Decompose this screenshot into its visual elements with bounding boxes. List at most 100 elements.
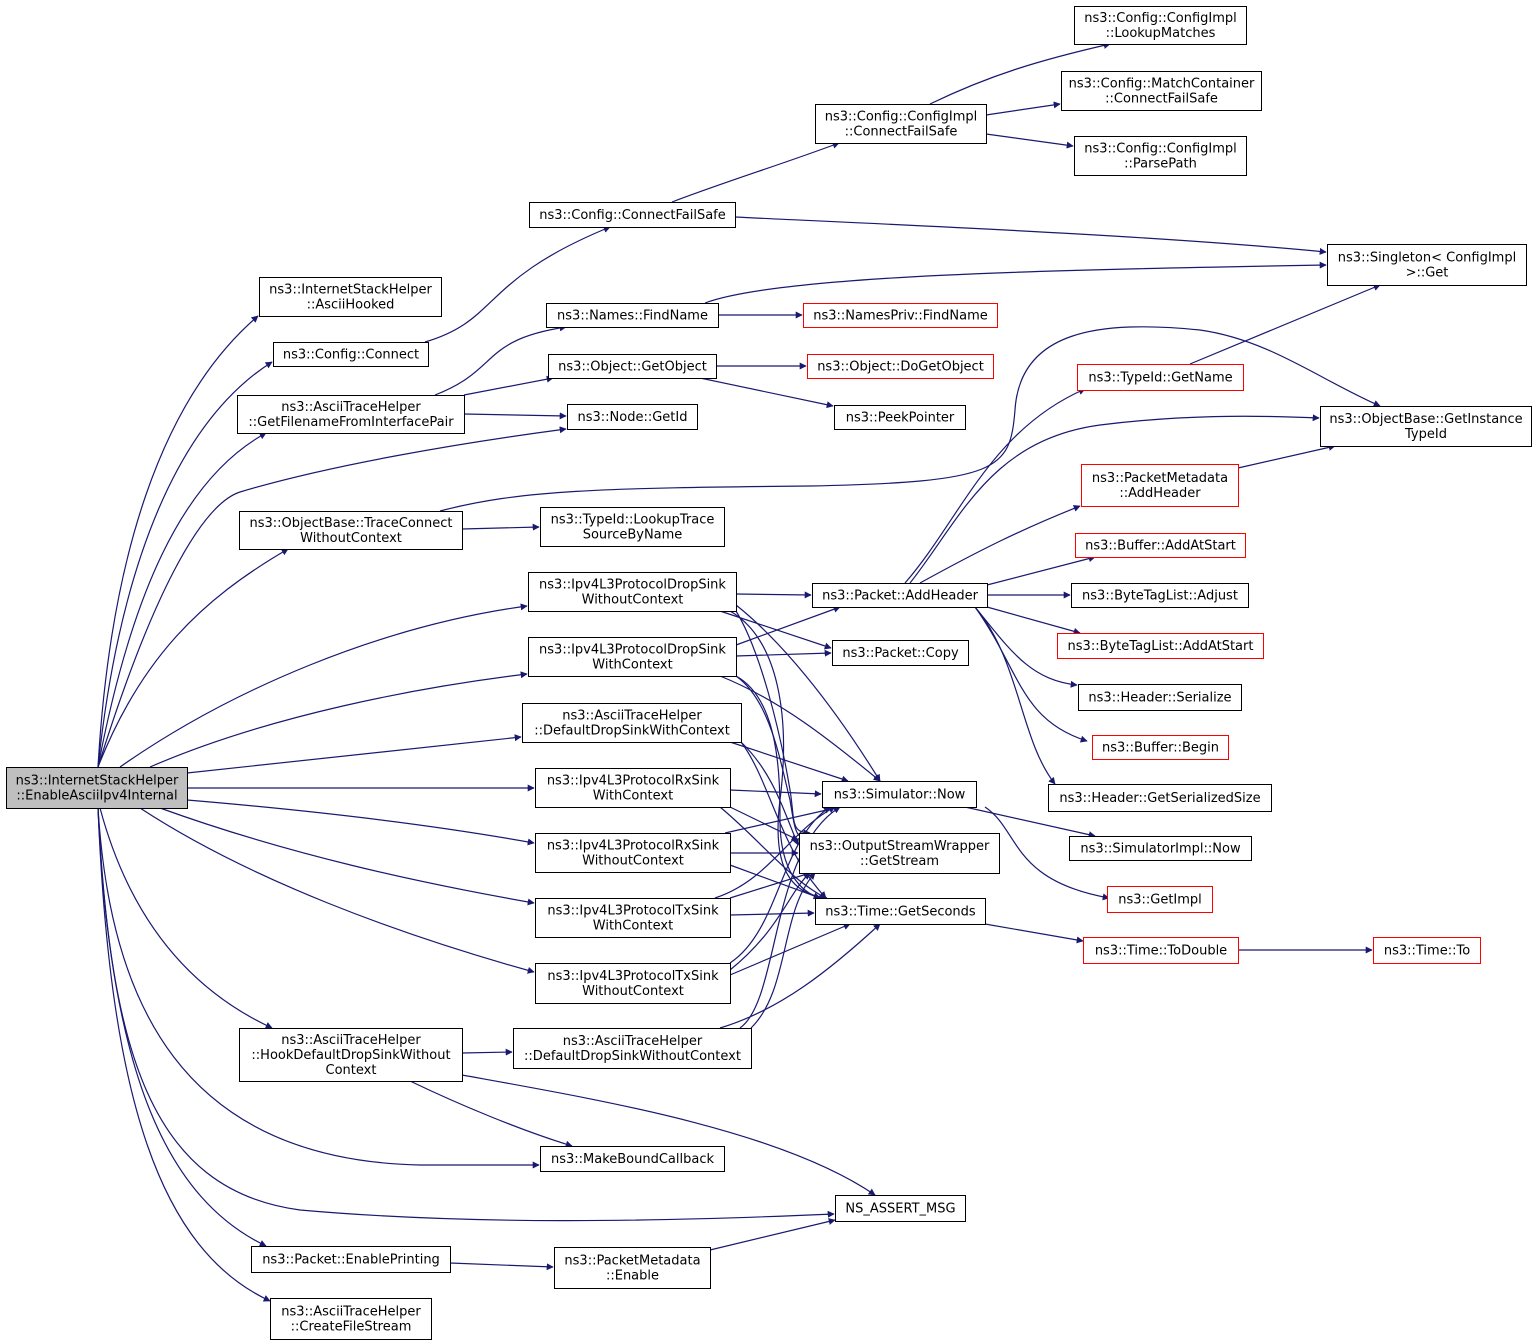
node-getseconds[interactable]: ns3::Time::GetSeconds <box>815 898 986 925</box>
node-buf-begin[interactable]: ns3::Buffer::Begin <box>1092 735 1229 760</box>
edge-root-to-rx_wo <box>186 799 535 846</box>
node-btl-addatstart[interactable]: ns3::ByteTagList::AddAtStart <box>1057 633 1264 659</box>
node-typeid-getname[interactable]: ns3::TypeId::GetName <box>1077 364 1244 391</box>
edge-addheader-to-getinstance <box>909 414 1320 584</box>
node-buf-addatstart[interactable]: ns3::Buffer::AddAtStart <box>1075 533 1246 558</box>
edge-tx_wo-to-sim_now <box>729 806 831 964</box>
node-label-line: TypeId <box>1404 427 1447 442</box>
edge-traceconnect-to-lookuptrace <box>461 523 540 531</box>
node-getid[interactable]: ns3::Node::GetId <box>567 404 698 430</box>
node-pm-addheader[interactable]: ns3::PacketMetadata::AddHeader <box>1081 464 1239 507</box>
edge-ipv4drop_w-to-getseconds <box>735 675 828 903</box>
node-defdrop-wo[interactable]: ns3::AsciiTraceHelper::DefaultDropSinkWi… <box>513 1028 752 1069</box>
edge-enableprinting-to-pm_enable <box>449 1262 554 1271</box>
node-getobject[interactable]: ns3::Object::GetObject <box>548 354 717 379</box>
node-box <box>535 898 731 938</box>
node-label-line: ::HookDefaultDropSinkWithout <box>251 1048 450 1063</box>
node-label-line: ns3::AsciiTraceHelper <box>563 1034 703 1049</box>
node-box <box>513 1028 752 1069</box>
node-label-line: ::EnableAsciiIpv4Internal <box>16 789 177 804</box>
edge-getseconds-to-todouble <box>984 923 1084 944</box>
node-getstream[interactable]: ns3::OutputStreamWrapper::GetStream <box>799 833 1000 874</box>
node-label-line: ns3::Header::Serialize <box>1088 691 1231 706</box>
node-time-to[interactable]: ns3::Time::To <box>1373 937 1481 964</box>
node-box <box>834 405 966 430</box>
edge-rx_wo-to-getseconds <box>729 864 821 900</box>
node-hookdrop[interactable]: ns3::AsciiTraceHelper::HookDefaultDropSi… <box>239 1028 463 1082</box>
node-cimpl-cfs[interactable]: ns3::Config::ConfigImpl::ConnectFailSafe <box>815 104 987 144</box>
call-nodes: ns3::InternetStackHelper::EnableAsciiIpv… <box>6 6 1532 1340</box>
node-label-line: ns3::AsciiTraceHelper <box>281 1305 421 1320</box>
node-getimpl[interactable]: ns3::GetImpl <box>1107 886 1213 913</box>
node-box <box>540 507 725 547</box>
node-createfile[interactable]: ns3::AsciiTraceHelper::CreateFileStream <box>270 1298 432 1340</box>
node-label-line: ns3::PacketMetadata <box>1092 471 1228 486</box>
node-lookupmatches[interactable]: ns3::Config::ConfigImpl::LookupMatches <box>1074 6 1247 45</box>
node-peekpointer[interactable]: ns3::PeekPointer <box>834 405 966 430</box>
node-parsepath[interactable]: ns3::Config::ConfigImpl::ParsePath <box>1074 136 1247 176</box>
edge-addheader-to-typeid_getname <box>904 388 1086 584</box>
node-box <box>528 572 737 612</box>
edge-root-to-makebound <box>97 807 540 1169</box>
node-label-line: ::ConnectFailSafe <box>845 125 958 140</box>
node-getfilename[interactable]: ns3::AsciiTraceHelper::GetFilenameFromIn… <box>237 395 465 434</box>
node-enableprinting[interactable]: ns3::Packet::EnablePrinting <box>251 1246 451 1273</box>
node-box <box>6 767 188 809</box>
node-box <box>259 277 442 317</box>
node-root: ns3::InternetStackHelper::EnableAsciiIpv… <box>6 767 188 809</box>
node-label-line: WithContext <box>592 658 672 673</box>
node-label-line: ns3::Ipv4L3ProtocolTxSink <box>547 969 719 984</box>
node-box <box>554 1247 711 1289</box>
node-box <box>1074 6 1247 45</box>
node-assert[interactable]: NS_ASSERT_MSG <box>835 1195 966 1222</box>
node-sim-now[interactable]: ns3::Simulator::Now <box>822 781 977 808</box>
node-btl-adjust[interactable]: ns3::ByteTagList::Adjust <box>1071 583 1249 608</box>
node-hdr-serialize[interactable]: ns3::Header::Serialize <box>1078 684 1242 711</box>
node-matchcont[interactable]: ns3::Config::MatchContainer::ConnectFail… <box>1061 71 1262 111</box>
edge-defdrop_w-to-getstream <box>740 741 799 846</box>
node-config-cfs[interactable]: ns3::Config::ConnectFailSafe <box>529 202 736 228</box>
node-label-line: SourceByName <box>583 528 683 543</box>
node-box <box>1107 886 1213 913</box>
node-box <box>548 354 717 379</box>
node-todouble[interactable]: ns3::Time::ToDouble <box>1083 937 1239 964</box>
node-box <box>239 511 463 550</box>
node-traceconnect[interactable]: ns3::ObjectBase::TraceConnectWithoutCont… <box>239 511 463 550</box>
node-label-line: ns3::AsciiTraceHelper <box>281 400 421 415</box>
node-asciihooked[interactable]: ns3::InternetStackHelper::AsciiHooked <box>259 277 442 317</box>
node-addheader[interactable]: ns3::Packet::AddHeader <box>812 583 988 608</box>
node-dogetobject[interactable]: ns3::Object::DoGetObject <box>807 354 994 379</box>
node-copy[interactable]: ns3::Packet::Copy <box>832 640 969 666</box>
edge-root-to-createfile <box>97 807 271 1302</box>
node-label-line: ::AsciiHooked <box>307 298 395 313</box>
node-pm-enable[interactable]: ns3::PacketMetadata::Enable <box>554 1247 711 1289</box>
node-label-line: ns3::Time::To <box>1384 944 1470 959</box>
node-hdr-getsize[interactable]: ns3::Header::GetSerializedSize <box>1048 784 1272 812</box>
node-config-connect[interactable]: ns3::Config::Connect <box>273 342 429 367</box>
node-box <box>522 703 742 743</box>
node-label-line: ns3::AsciiTraceHelper <box>281 1033 421 1048</box>
node-findname[interactable]: ns3::Names::FindName <box>546 303 719 328</box>
node-singleton[interactable]: ns3::Singleton< ConfigImpl>::Get <box>1327 244 1527 286</box>
node-ipv4drop-wo[interactable]: ns3::Ipv4L3ProtocolDropSinkWithoutContex… <box>528 572 737 612</box>
node-box <box>832 640 969 666</box>
node-simimpl-now[interactable]: ns3::SimulatorImpl::Now <box>1069 836 1252 861</box>
node-label-line: ::ConnectFailSafe <box>1105 92 1218 107</box>
edge-tx_w-to-sim_now <box>714 806 836 899</box>
node-makebound[interactable]: ns3::MakeBoundCallback <box>540 1146 725 1172</box>
edge-defdrop_wo-to-getseconds <box>719 923 881 1029</box>
edge-cimpl_cfs-to-lookupmatches <box>929 41 1111 105</box>
node-namespriv[interactable]: ns3::NamesPriv::FindName <box>803 303 998 328</box>
node-label-line: WithoutContext <box>300 531 402 546</box>
node-label-line: ns3::Packet::Copy <box>842 646 959 661</box>
node-defdrop-w[interactable]: ns3::AsciiTraceHelper::DefaultDropSinkWi… <box>522 703 742 743</box>
node-box <box>812 583 988 608</box>
node-box <box>1373 937 1481 964</box>
